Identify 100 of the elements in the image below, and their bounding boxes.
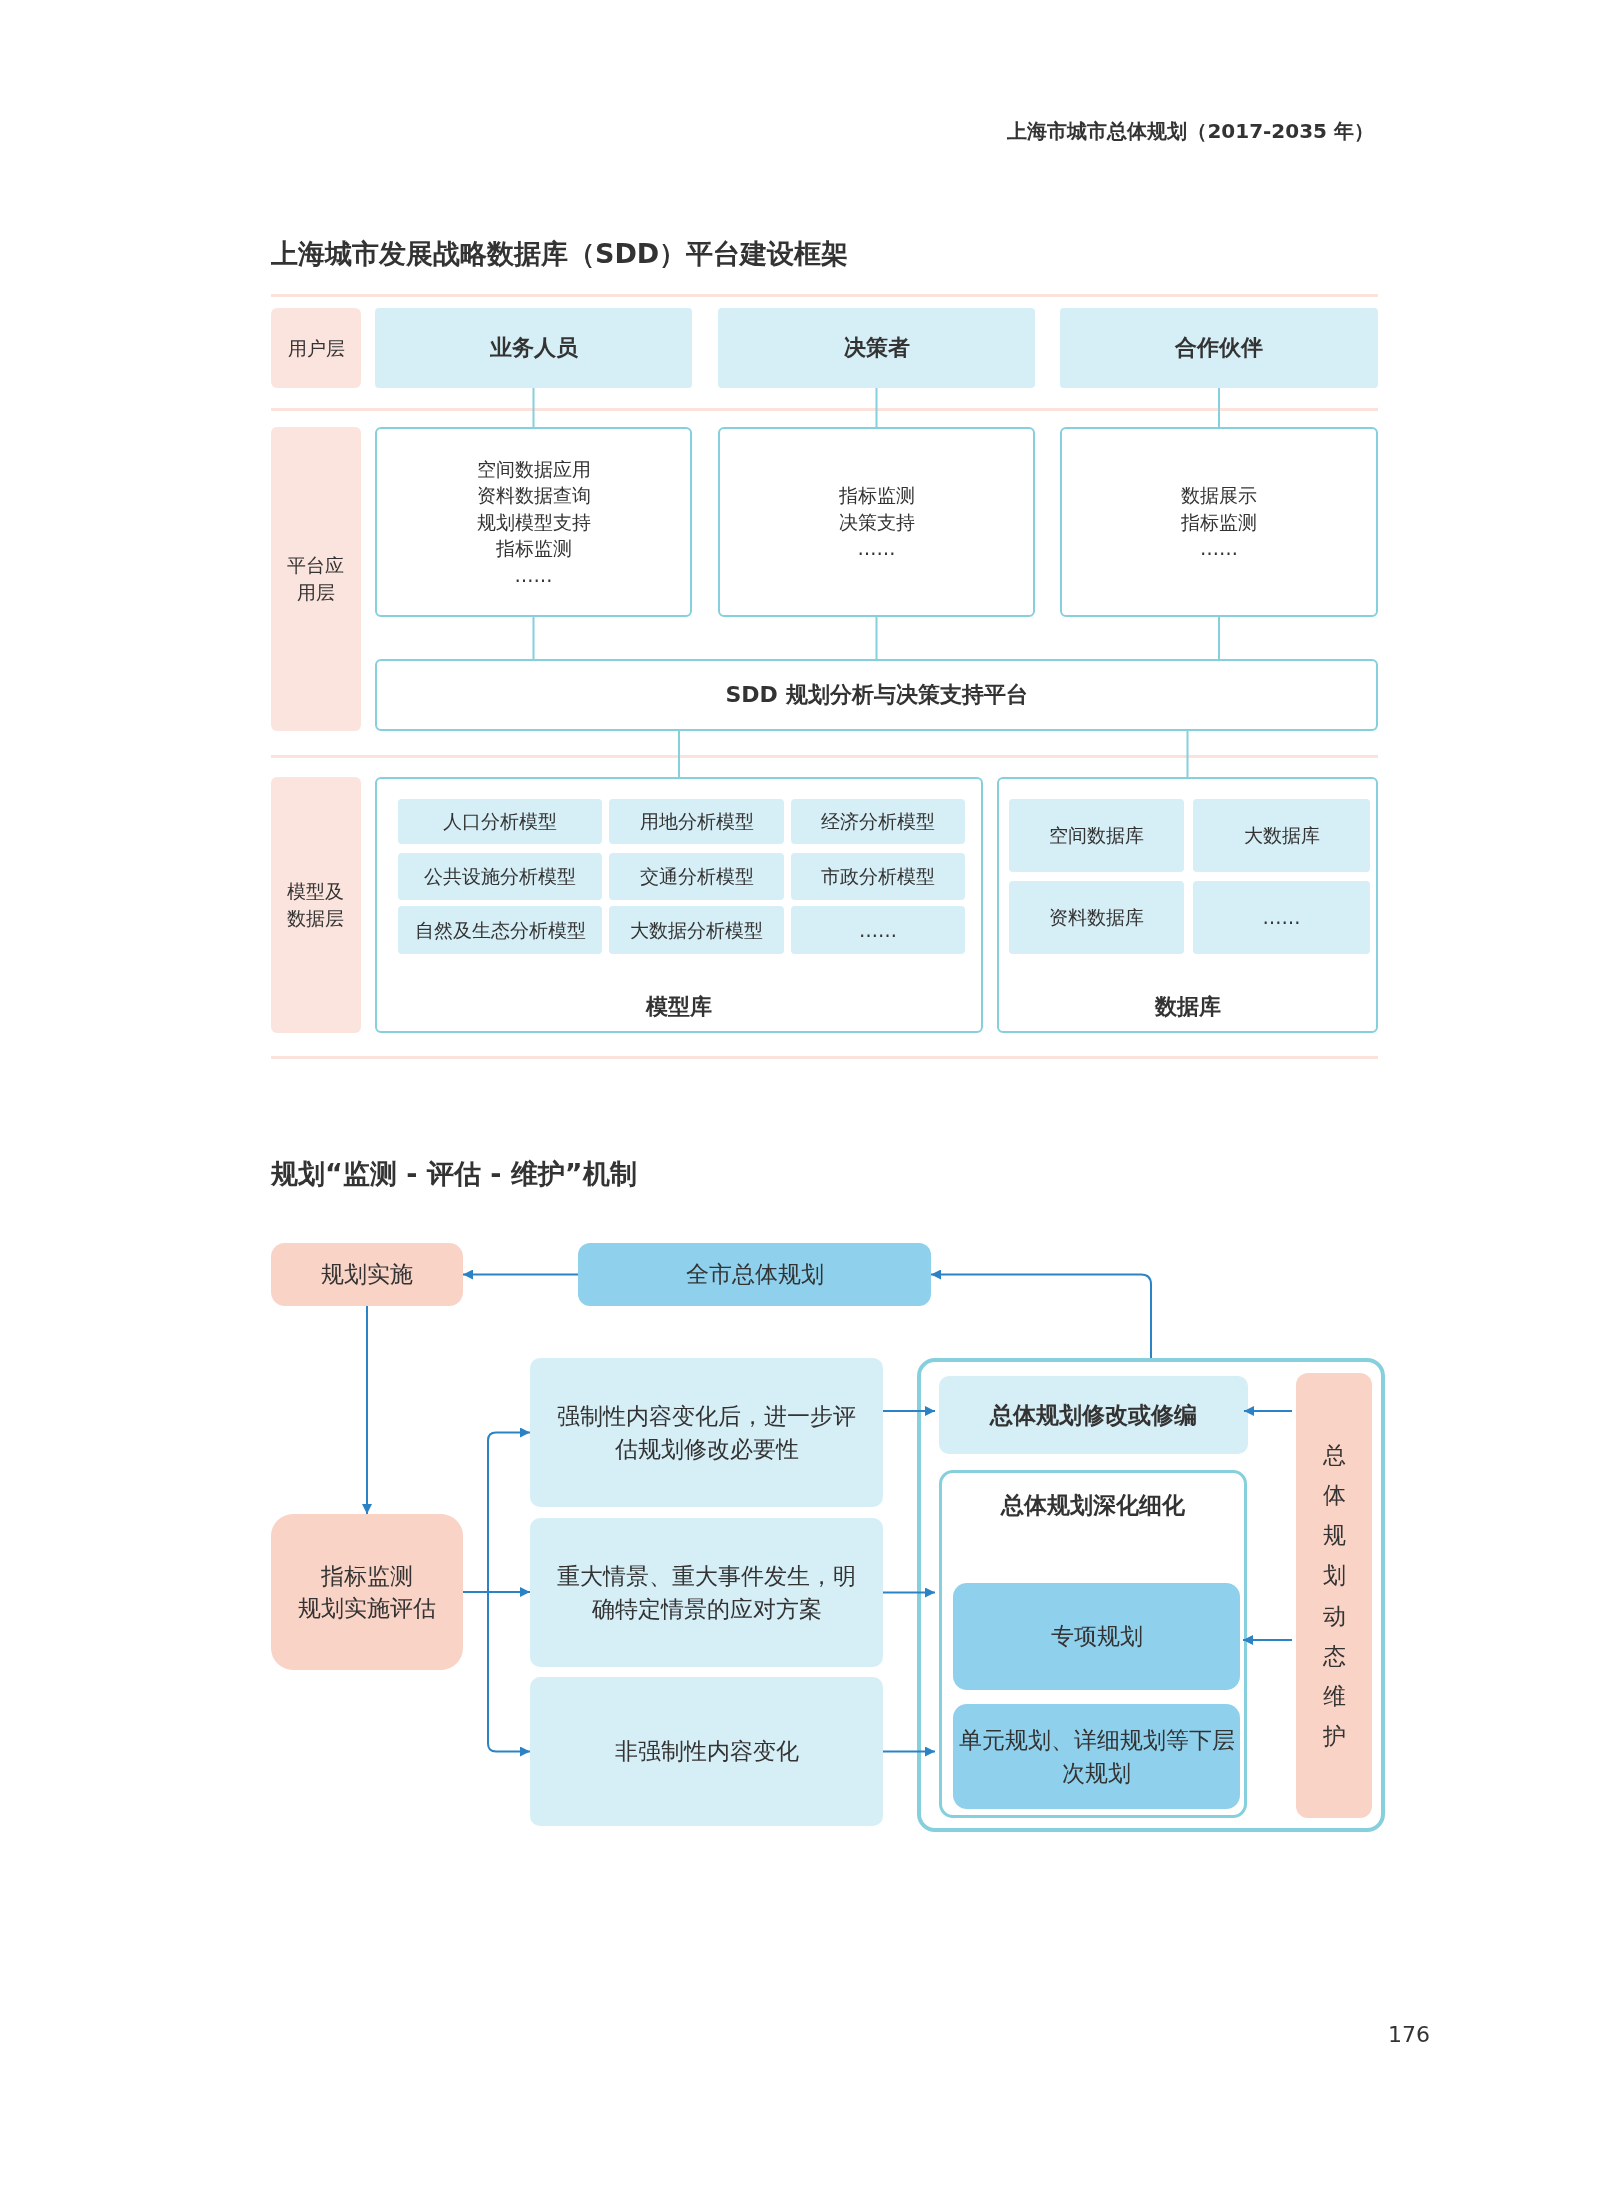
group-box: [917, 1358, 1385, 1832]
box-label: 规划实施: [321, 1260, 413, 1290]
layer-label: [271, 427, 361, 731]
box-label: 用地分析模型: [639, 809, 754, 835]
box-label: 重大情景、重大事件发生，明确特定情景的应对方案: [556, 1562, 857, 1624]
process-box: [271, 1243, 463, 1306]
connector-line: [1186, 730, 1189, 778]
list-item: 指标监测: [1181, 509, 1257, 535]
page-number: 176: [1388, 2022, 1430, 2047]
box-label: 决策者: [843, 333, 910, 362]
box-label: 非强制性内容变化: [613, 1737, 800, 1767]
box-label: ……: [859, 917, 897, 943]
connector-line: [875, 616, 878, 660]
box-label: 模型库: [644, 993, 713, 1022]
model-box: [609, 906, 784, 954]
database-box: [1009, 799, 1184, 872]
box-label: 用户层: [287, 335, 345, 361]
box-label: 业务人员: [489, 333, 578, 362]
section-heading: 规划“监测 - 评估 - 维护”机制: [271, 1157, 637, 1191]
box-label: 模型及数据层: [286, 879, 346, 931]
arrow: [930, 1269, 1152, 1359]
connector-line: [1218, 616, 1220, 660]
arrow: [882, 1587, 936, 1598]
connector-line: [532, 387, 535, 428]
process-box: [953, 1583, 1240, 1690]
arrow: [462, 1591, 531, 1757]
user-box: [1060, 308, 1378, 388]
database-box: [1009, 881, 1184, 954]
diagram-title: 上海城市发展战略数据库（SDD）平台建设框架: [271, 237, 849, 271]
condition-box: [530, 1518, 883, 1667]
box-label: 平台应用层: [286, 553, 346, 605]
database-box: [1193, 799, 1370, 872]
box-label: 数据库: [1153, 993, 1222, 1022]
list-item: 空间数据应用: [476, 456, 591, 482]
box-label: 交通分析模型: [639, 864, 754, 890]
condition-box: [530, 1358, 883, 1507]
model-box: [398, 799, 602, 844]
page-header: 上海市城市总体规划（2017-2035 年）: [1007, 118, 1374, 145]
layer-label: [271, 308, 361, 388]
connector-line: [875, 387, 878, 428]
list-item: 数据展示: [1181, 483, 1257, 509]
arrow: [882, 1406, 936, 1416]
condition-box: [530, 1677, 883, 1826]
application-box: [1060, 427, 1378, 617]
box-label: 人口分析模型: [443, 809, 557, 835]
arrow: [462, 1269, 579, 1280]
arrow: [1243, 1406, 1293, 1416]
list-item: ……: [857, 536, 896, 562]
list-item: 规划模型支持: [476, 509, 591, 535]
box-label: 指标监测: [321, 1561, 413, 1591]
list-item: 指标监测: [838, 483, 915, 509]
group-box: [939, 1470, 1247, 1818]
connector-line: [678, 730, 680, 778]
box-label: 强制性内容变化后，进一步评估规划修改必要性: [556, 1402, 857, 1464]
process-box: [578, 1243, 931, 1306]
box-label: 自然及生态分析模型: [414, 917, 586, 943]
box-label: 总体规划动态维护: [1322, 1440, 1346, 1752]
application-box: [718, 427, 1035, 617]
arrow: [362, 1305, 372, 1515]
user-box: [375, 308, 692, 388]
application-box: [375, 427, 692, 617]
box-label: 资料数据库: [1049, 905, 1144, 931]
box-label: 规划实施评估: [298, 1594, 436, 1623]
box-label: SDD 规划分析与决策支持平台: [725, 680, 1028, 709]
box-label: 专项规划: [1050, 1622, 1143, 1652]
process-box: [953, 1704, 1240, 1809]
box-label: 空间数据库: [1049, 823, 1144, 849]
process-box: [1296, 1373, 1372, 1818]
box-label: 全市总体规划: [685, 1260, 824, 1290]
box-label: 大数据库: [1243, 823, 1320, 849]
model-box: [791, 799, 965, 844]
model-box: [609, 853, 784, 900]
list-item: 指标监测: [495, 536, 572, 562]
platform-bar: [375, 659, 1378, 731]
arrow: [1242, 1635, 1293, 1645]
box-label: 市政分析模型: [821, 864, 935, 890]
model-box: [609, 799, 784, 844]
model-box: [791, 853, 965, 900]
connector-line: [532, 616, 535, 660]
library-panel: [997, 777, 1378, 1033]
box-label: ……: [1262, 905, 1301, 931]
box-label: 总体规划深化细化: [999, 1491, 1186, 1520]
box-label: 大数据分析模型: [630, 917, 763, 943]
list-item: 资料数据查询: [476, 483, 591, 509]
list-item: ……: [514, 562, 553, 588]
model-box: [791, 906, 965, 954]
box-label: 经济分析模型: [821, 809, 935, 835]
layer-label: [271, 777, 361, 1033]
box-label: 公共设施分析模型: [424, 864, 576, 890]
connector-line: [1218, 387, 1220, 428]
arrow: [882, 1746, 936, 1757]
process-box: [939, 1376, 1248, 1454]
model-box: [398, 906, 602, 954]
list-item: ……: [1200, 536, 1238, 562]
list-item: 决策支持: [838, 509, 915, 535]
model-box: [398, 853, 602, 900]
user-box: [718, 308, 1035, 388]
database-box: [1193, 881, 1370, 954]
box-label: 合作伙伴: [1175, 333, 1263, 362]
box-label: 单元规划、详细规划等下层次规划: [957, 1726, 1236, 1788]
